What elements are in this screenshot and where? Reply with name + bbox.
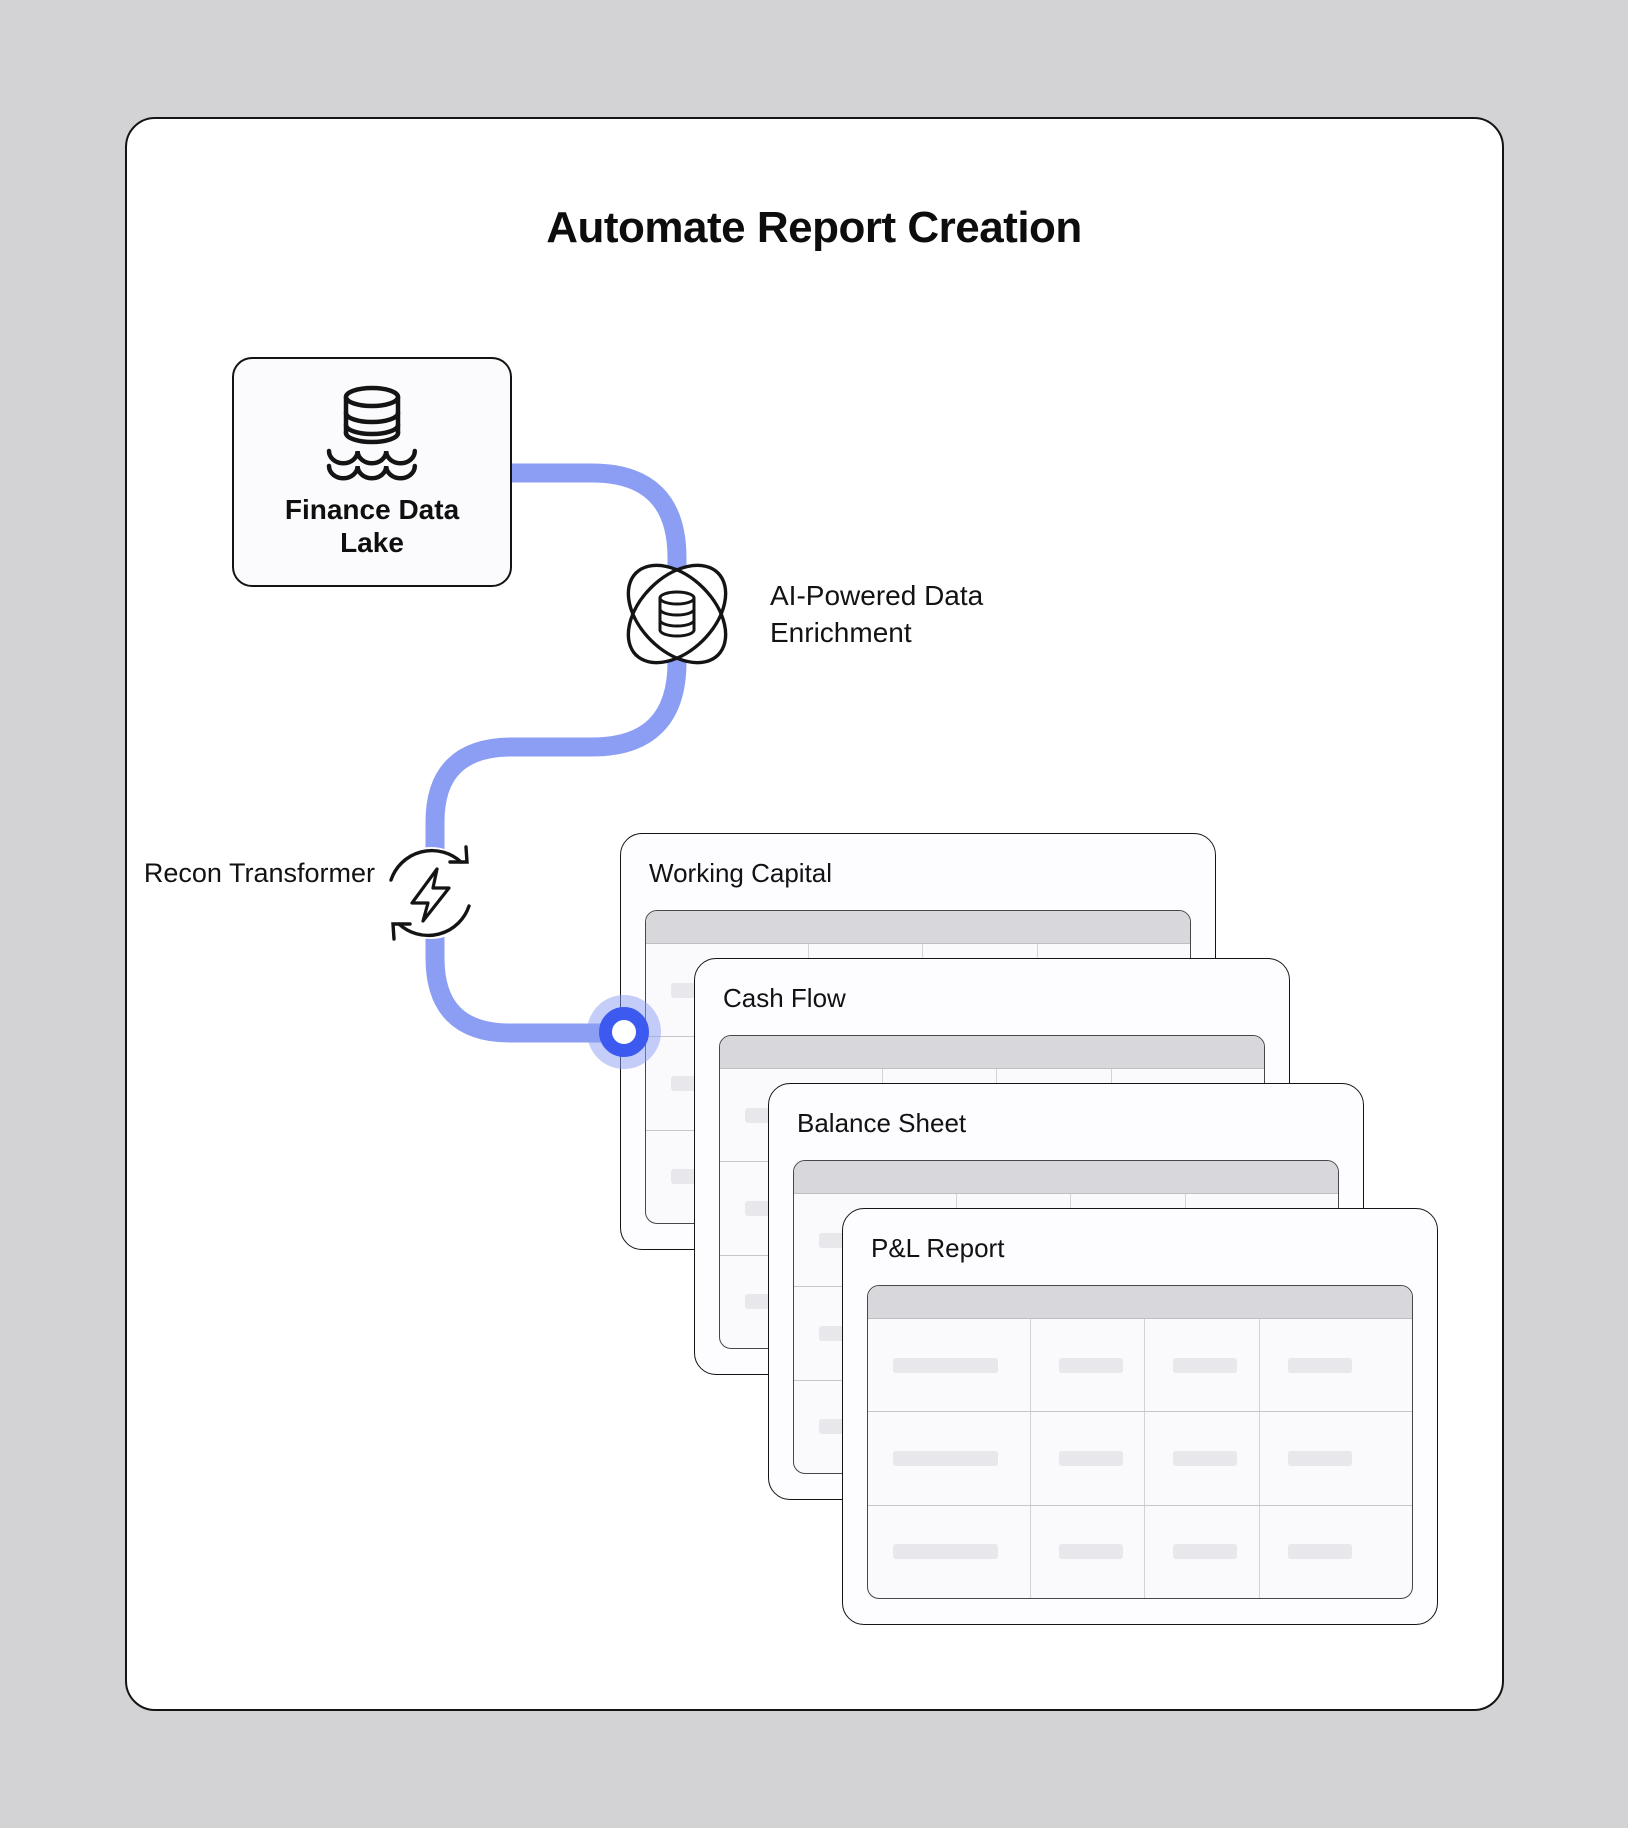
report-card-title: P&L Report (871, 1233, 1005, 1263)
placeholder-bar (893, 1357, 998, 1373)
table-body (868, 1319, 1412, 1598)
placeholder-bar (1059, 1544, 1124, 1560)
lightning-bolt-icon (410, 867, 451, 923)
placeholder-bar (1173, 1544, 1238, 1560)
table-row (868, 1319, 1412, 1412)
table-row (868, 1411, 1412, 1505)
report-table (867, 1285, 1413, 1599)
recon-transformer-label: Recon Transformer (143, 858, 375, 888)
placeholder-bar (1173, 1357, 1238, 1373)
table-cell (1031, 1505, 1146, 1598)
table-cell (868, 1505, 1032, 1598)
table-header-row (720, 1036, 1264, 1069)
placeholder-bar (893, 1450, 998, 1466)
finance-data-lake-label: Finance Data Lake (284, 494, 460, 559)
data-lake-icon (326, 385, 418, 481)
table-cell (1031, 1412, 1146, 1505)
table-cell (868, 1319, 1032, 1412)
table-cell (1145, 1412, 1260, 1505)
placeholder-bar (1287, 1544, 1352, 1560)
placeholder-bar (1173, 1450, 1238, 1466)
table-cell (1260, 1506, 1412, 1598)
ai-atom-icon (626, 563, 728, 665)
report-card-title: Balance Sheet (797, 1108, 967, 1138)
table-cell (1145, 1505, 1260, 1598)
table-header-row (868, 1286, 1412, 1319)
table-cell (1145, 1319, 1260, 1412)
report-card-title: Cash Flow (723, 983, 846, 1013)
table-header-row (646, 911, 1190, 944)
connector-pipe (425, 463, 687, 1043)
table-cell (1260, 1412, 1412, 1504)
table-header-row (794, 1161, 1338, 1194)
page-title: Automate Report Creation (546, 203, 1082, 252)
database-icon (658, 590, 696, 638)
placeholder-bar (1059, 1450, 1124, 1466)
table-row (868, 1504, 1412, 1598)
ai-enrichment-label: AI-Powered Data Enrichment (770, 580, 984, 648)
table-cell (1031, 1319, 1146, 1412)
table-cell (868, 1412, 1032, 1505)
report-card-title: Working Capital (649, 858, 833, 888)
placeholder-bar (1059, 1357, 1124, 1373)
placeholder-bar (1287, 1357, 1352, 1373)
placeholder-bar (893, 1544, 998, 1560)
lightning-cycle-icon (385, 845, 477, 941)
connector-node-ring (599, 1007, 649, 1057)
placeholder-bar (1287, 1450, 1352, 1466)
finance-data-lake-node: Finance Data Lake (232, 357, 512, 587)
table-cell (1260, 1319, 1412, 1411)
report-card: P&L Report (842, 1208, 1438, 1625)
